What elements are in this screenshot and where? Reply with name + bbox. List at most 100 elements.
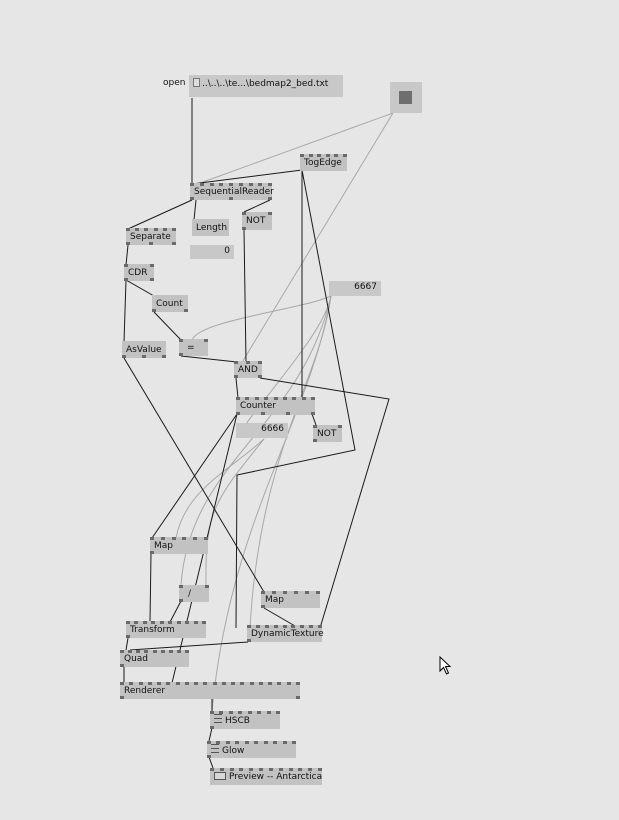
input-pin[interactable] bbox=[258, 183, 263, 186]
output-pin[interactable] bbox=[234, 375, 238, 378]
input-pin[interactable] bbox=[144, 228, 149, 231]
input-pin[interactable] bbox=[282, 397, 287, 400]
input-pin[interactable] bbox=[282, 625, 287, 628]
input-pin[interactable] bbox=[171, 537, 176, 540]
node-separate[interactable]: Separate bbox=[126, 228, 176, 245]
output-pin[interactable] bbox=[152, 309, 156, 312]
input-pin[interactable] bbox=[190, 183, 194, 186]
node-preview[interactable]: Preview -- Antarctica bbox=[210, 768, 322, 785]
input-pin[interactable] bbox=[247, 625, 251, 628]
input-pin[interactable] bbox=[291, 625, 296, 628]
input-pin[interactable] bbox=[128, 650, 133, 653]
input-pin[interactable] bbox=[294, 591, 298, 594]
input-pin[interactable] bbox=[151, 621, 156, 624]
input-pin[interactable] bbox=[305, 591, 309, 594]
output-pin[interactable] bbox=[261, 605, 265, 608]
input-pin[interactable] bbox=[245, 397, 250, 400]
input-pin[interactable] bbox=[212, 682, 217, 685]
input-pin[interactable] bbox=[318, 768, 322, 771]
input-pin[interactable] bbox=[168, 621, 173, 624]
input-pin[interactable] bbox=[272, 591, 276, 594]
input-pin[interactable] bbox=[162, 228, 167, 231]
output-pin[interactable] bbox=[120, 696, 124, 699]
output-pin[interactable] bbox=[311, 412, 315, 415]
input-pin[interactable] bbox=[264, 397, 269, 400]
input-pin[interactable] bbox=[259, 768, 264, 771]
output-pin[interactable] bbox=[184, 309, 188, 312]
node-renderer[interactable]: Renderer bbox=[120, 682, 300, 699]
output-pin[interactable] bbox=[162, 355, 166, 358]
input-pin[interactable] bbox=[313, 425, 317, 428]
output-pin[interactable] bbox=[261, 412, 265, 415]
input-pin[interactable] bbox=[207, 741, 211, 744]
node-sequentialreader[interactable]: SequentialReader bbox=[190, 183, 274, 200]
input-pin[interactable] bbox=[240, 682, 245, 685]
output-pin[interactable] bbox=[122, 355, 126, 358]
input-pin[interactable] bbox=[288, 768, 293, 771]
input-pin[interactable] bbox=[273, 625, 278, 628]
input-pin[interactable] bbox=[296, 682, 300, 685]
bang-button[interactable] bbox=[390, 82, 422, 113]
input-pin[interactable] bbox=[286, 682, 291, 685]
input-pin[interactable] bbox=[308, 768, 313, 771]
node-dynamictexture[interactable]: DynamicTexture bbox=[247, 625, 324, 642]
input-pin[interactable] bbox=[278, 768, 283, 771]
input-pin[interactable] bbox=[258, 361, 262, 364]
input-pin[interactable] bbox=[179, 585, 183, 588]
output-pin[interactable] bbox=[210, 726, 214, 729]
input-pin[interactable] bbox=[236, 397, 240, 400]
node-count[interactable]: Count bbox=[152, 295, 188, 312]
input-pin[interactable] bbox=[221, 682, 226, 685]
input-pin[interactable] bbox=[298, 768, 303, 771]
node-length[interactable]: Length bbox=[192, 219, 229, 236]
input-pin[interactable] bbox=[219, 768, 224, 771]
output-pin[interactable] bbox=[142, 355, 146, 358]
output-pin[interactable] bbox=[229, 197, 233, 200]
input-pin[interactable] bbox=[268, 183, 272, 186]
output-pin[interactable] bbox=[258, 375, 262, 378]
input-pin[interactable] bbox=[124, 264, 128, 267]
input-pin[interactable] bbox=[120, 682, 124, 685]
input-pin[interactable] bbox=[277, 682, 282, 685]
input-pin[interactable] bbox=[264, 625, 269, 628]
input-pin[interactable] bbox=[193, 537, 198, 540]
output-pin[interactable] bbox=[313, 439, 317, 442]
output-pin[interactable] bbox=[190, 197, 194, 200]
node-asvalue[interactable]: AsValue bbox=[122, 341, 166, 358]
input-pin[interactable] bbox=[194, 682, 199, 685]
input-pin[interactable] bbox=[184, 682, 189, 685]
input-pin[interactable] bbox=[318, 625, 322, 628]
input-pin[interactable] bbox=[244, 741, 249, 744]
output-pin[interactable] bbox=[126, 635, 130, 638]
input-pin[interactable] bbox=[199, 183, 204, 186]
input-pin[interactable] bbox=[160, 537, 165, 540]
input-pin[interactable] bbox=[261, 591, 265, 594]
node-map-1[interactable]: Map bbox=[150, 537, 208, 554]
input-value-6667[interactable]: 6667 bbox=[329, 281, 381, 296]
input-pin[interactable] bbox=[172, 228, 176, 231]
node-hscb[interactable]: HSCB bbox=[210, 711, 280, 729]
output-pin[interactable] bbox=[120, 664, 124, 667]
input-pin[interactable] bbox=[246, 361, 250, 364]
output-pin[interactable] bbox=[179, 353, 183, 356]
output-pin[interactable] bbox=[236, 412, 240, 415]
input-pin[interactable] bbox=[147, 682, 152, 685]
input-pin[interactable] bbox=[234, 361, 238, 364]
input-pin[interactable] bbox=[263, 741, 268, 744]
output-pin[interactable] bbox=[207, 755, 211, 758]
output-pin[interactable] bbox=[126, 242, 130, 245]
input-pin[interactable] bbox=[150, 264, 154, 267]
input-pin[interactable] bbox=[142, 621, 147, 624]
node-not-2[interactable]: NOT bbox=[313, 425, 342, 442]
input-pin[interactable] bbox=[176, 650, 181, 653]
output-pin[interactable] bbox=[150, 278, 154, 281]
input-pin[interactable] bbox=[268, 212, 272, 215]
input-pin[interactable] bbox=[301, 397, 306, 400]
input-pin[interactable] bbox=[205, 585, 209, 588]
input-pin[interactable] bbox=[254, 741, 259, 744]
input-pin[interactable] bbox=[292, 397, 297, 400]
node-quad[interactable]: Quad bbox=[120, 650, 189, 667]
input-pin[interactable] bbox=[238, 711, 243, 714]
input-pin[interactable] bbox=[282, 741, 287, 744]
input-pin[interactable] bbox=[229, 183, 233, 186]
